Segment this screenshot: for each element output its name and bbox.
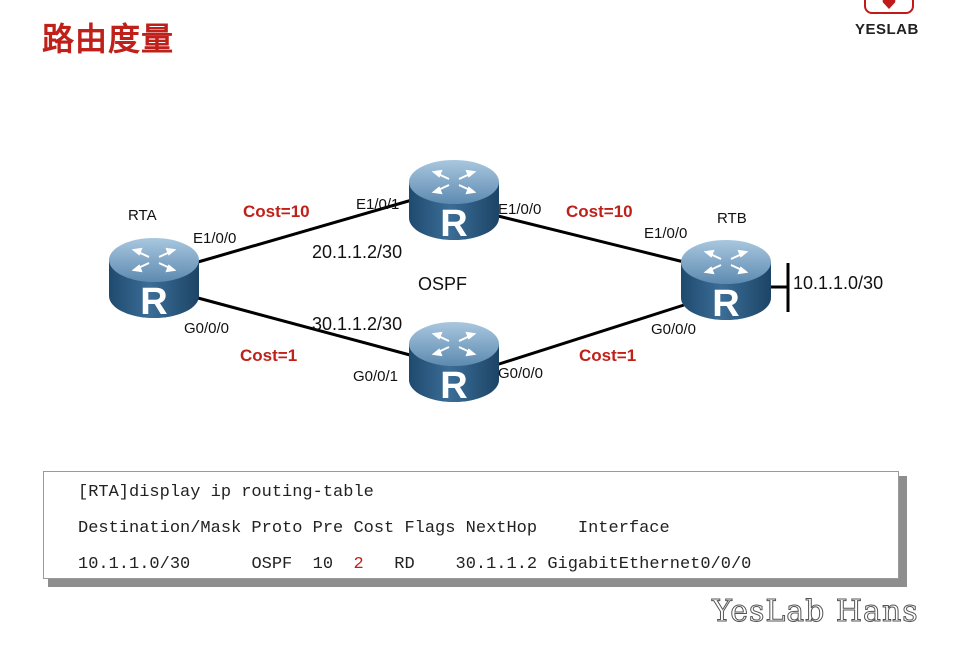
link-bottom-rtb [495,303,685,367]
watermark: YesLab Hans [712,594,919,630]
yeslab-logo: YESLAB [852,0,932,44]
router-rta-label: RTA [128,207,157,224]
router-rtb-label: RTB [717,210,747,227]
route-destination: 10.1.1.0/30 [78,555,191,574]
logo-mark-icon [864,0,914,14]
route-proto: OSPF [251,555,293,574]
rtb-network-address: 10.1.1.0/30 [793,273,883,293]
route-cost: 2 [353,555,364,574]
route-pre: 10 [312,555,334,574]
link-rta-bottom [197,296,411,357]
rtb-bottom-interface-label: G0/0/0 [651,321,696,338]
top-left-interface-label: E1/0/1 [356,196,399,213]
router-top-glyph: R [440,203,467,245]
bottom-left-interface-label: G0/0/1 [353,368,398,385]
cli-route-row: 10.1.1.0/30 OSPF 10 2 RD 30.1.1.2 Gigabi… [78,555,751,574]
link-rta-top [197,198,413,264]
cost-rta-bottom: Cost=1 [240,346,297,365]
cost-bottom-rtb: Cost=1 [579,346,636,365]
rta-bottom-interface-label: G0/0/0 [184,320,229,337]
router-rtb-glyph: R [712,283,739,325]
rta-top-interface-label: E1/0/0 [193,230,236,247]
route-flags: RD [394,555,415,574]
bottom-link-address: 30.1.1.2/30 [312,314,402,334]
bottom-right-interface-label: G0/0/0 [498,365,543,382]
heart-icon [882,0,896,9]
cli-command: [RTA]display ip routing-table [78,483,374,502]
router-top-icon[interactable]: R [409,160,499,245]
router-rtb-icon[interactable]: R [681,240,771,325]
cli-header: Destination/Mask Proto Pre Cost Flags Ne… [78,519,670,538]
cli-output-box: [RTA]display ip routing-table Destinatio… [43,471,899,579]
router-bottom-glyph: R [440,365,467,407]
route-nexthop: 30.1.1.2 [455,555,538,574]
router-rta-icon[interactable]: R [109,238,199,323]
top-right-interface-label: E1/0/0 [498,201,541,218]
link-top-rtb [493,213,685,264]
cost-rta-top: Cost=10 [243,202,310,221]
slide-title: 路由度量 [42,20,175,58]
router-rta-glyph: R [140,281,167,323]
protocol-label: OSPF [418,274,467,294]
route-interface: GigabitEthernet0/0/0 [547,555,752,574]
network-topology: R R R R RTA RTB E1/0/0 G0/0/0 E1/0/1 E1/… [109,160,884,407]
cost-top-rtb: Cost=10 [566,202,633,221]
top-link-address: 20.1.1.2/30 [312,242,402,262]
router-bottom-icon[interactable]: R [409,322,499,407]
rtb-top-interface-label: E1/0/0 [644,225,687,242]
logo-text: YESLAB [855,21,919,38]
